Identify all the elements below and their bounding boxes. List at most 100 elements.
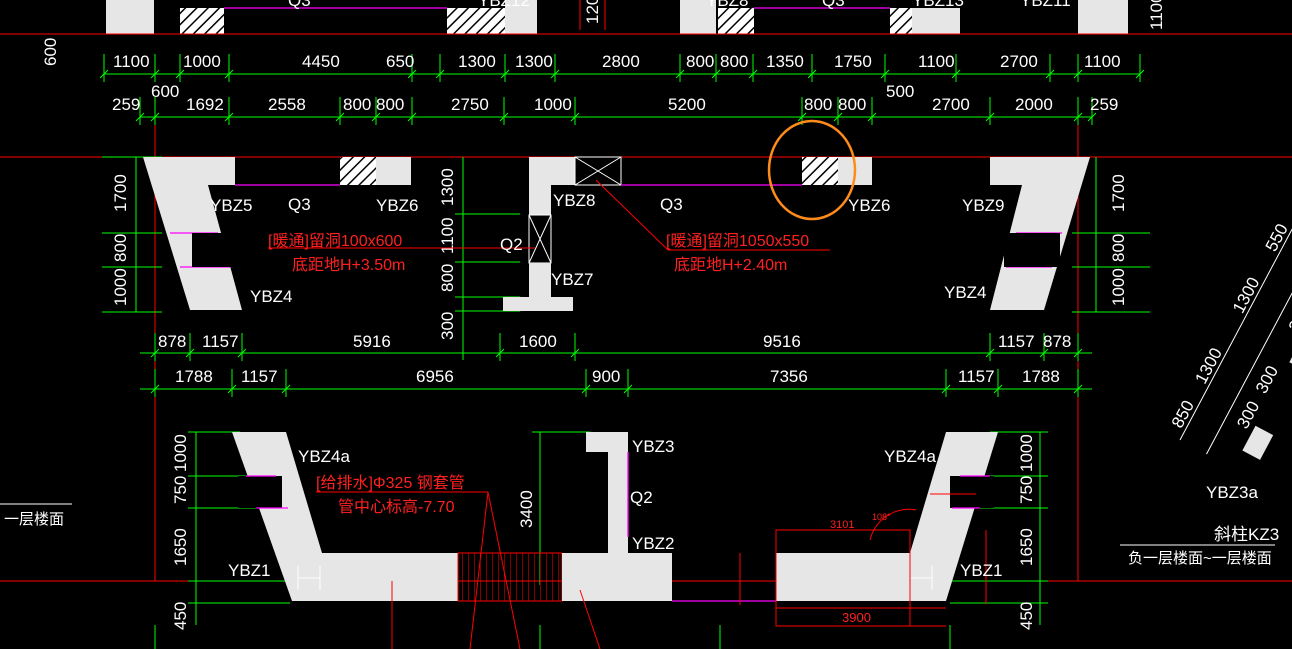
svg-text:1100: 1100: [1084, 52, 1121, 71]
svg-text:1100: 1100: [438, 217, 457, 254]
svg-text:1100: 1100: [1147, 0, 1166, 30]
svg-text:2000: 2000: [1015, 95, 1053, 114]
svg-text:YBZ2: YBZ2: [632, 534, 675, 553]
svg-text:650: 650: [386, 52, 414, 71]
svg-text:1600: 1600: [519, 332, 557, 351]
svg-text:1700: 1700: [1109, 174, 1128, 212]
svg-text:Q3: Q3: [288, 195, 311, 214]
dimension-tick-slash: [150, 348, 160, 358]
svg-text:500: 500: [886, 82, 914, 101]
svg-text:YBZ4a: YBZ4a: [298, 447, 351, 466]
bottom-center-vertical-dimension: 3400: [517, 490, 536, 528]
side-vertical-small: 600 1200 1100: [41, 0, 1166, 66]
svg-text:1000: 1000: [171, 434, 190, 472]
dimension-tick-slash: [880, 69, 890, 79]
svg-text:3900: 3900: [842, 610, 871, 625]
dimension-tick-slash: [623, 384, 633, 394]
dimension-tick-slash: [550, 69, 560, 79]
svg-text:YBZ8: YBZ8: [553, 191, 596, 210]
dimension-tick-slash: [867, 112, 877, 122]
svg-text:1157: 1157: [241, 367, 278, 386]
svg-text:Q3: Q3: [288, 0, 311, 10]
svg-text:9516: 9516: [763, 332, 801, 351]
svg-text:7356: 7356: [770, 367, 808, 386]
svg-text:YBZ9: YBZ9: [962, 196, 1005, 215]
svg-text:1200: 1200: [583, 0, 602, 24]
dimension-tick-slash: [1135, 69, 1145, 79]
dimension-tick-slash: [150, 69, 160, 79]
dimension-tick-slash: [570, 348, 580, 358]
svg-text:850: 850: [1168, 397, 1198, 431]
dimension-tick-slash: [185, 348, 195, 358]
svg-text:YBZ4: YBZ4: [944, 283, 987, 302]
svg-text:1300: 1300: [458, 52, 496, 71]
svg-text:2700: 2700: [932, 95, 970, 114]
svg-text:1300: 1300: [438, 168, 457, 206]
svg-text:1650: 1650: [171, 528, 190, 566]
dimension-tick-slash: [237, 348, 247, 358]
svg-text:YBZ8: YBZ8: [706, 0, 749, 10]
dimension-tick-slash: [150, 384, 160, 394]
dimension-tick-slash: [407, 69, 417, 79]
svg-text:4450: 4450: [302, 52, 340, 71]
svg-text:600: 600: [41, 38, 60, 66]
svg-text:YBZ6: YBZ6: [848, 196, 891, 215]
dimension-tick-slash: [941, 384, 951, 394]
second-row-dimensions: 259 1692 2558 800 800 2750 1000 5200 800…: [112, 82, 1118, 114]
svg-text:259: 259: [1090, 95, 1118, 114]
svg-text:[暖通]留洞1050x550: [暖通]留洞1050x550: [666, 232, 809, 250]
svg-text:1650: 1650: [1017, 528, 1036, 566]
svg-text:600: 600: [151, 82, 179, 101]
svg-text:YBZ1: YBZ1: [960, 561, 1003, 580]
dimension-tick-slash: [581, 384, 591, 394]
dimension-tick-slash: [993, 384, 1003, 394]
dimension-tick-slash: [833, 112, 843, 122]
bottom-left-vertical-dimensions: 1000 750 1650 450: [171, 434, 190, 630]
svg-text:YBZ6: YBZ6: [376, 196, 419, 215]
svg-text:750: 750: [171, 476, 190, 504]
svg-text:[给排水]Φ325 钢套管: [给排水]Φ325 钢套管: [316, 474, 465, 492]
svg-text:5916: 5916: [353, 332, 391, 351]
svg-text:2700: 2700: [1000, 52, 1038, 71]
dimension-tick-slash: [711, 69, 721, 79]
dimension-tick-slash: [1073, 348, 1083, 358]
left-vertical-dimensions: 1700 800 1000: [111, 174, 130, 306]
svg-text:YBZ4: YBZ4: [250, 287, 293, 306]
dimension-tick-slash: [797, 112, 807, 122]
svg-text:800: 800: [438, 264, 457, 292]
dimension-tick-slash: [1087, 112, 1097, 122]
svg-text:1350: 1350: [766, 52, 804, 71]
dimension-tick-slash: [224, 69, 234, 79]
svg-text:1000: 1000: [534, 95, 572, 114]
dimension-tick-slash: [1073, 69, 1083, 79]
svg-text:5200: 5200: [668, 95, 706, 114]
svg-text:YBZ11: YBZ11: [1020, 0, 1071, 10]
svg-text:300: 300: [1252, 363, 1282, 397]
dimension-tick-slash: [570, 112, 580, 122]
svg-text:800: 800: [804, 95, 832, 114]
bottom-right-vertical-dimensions: 1000 750 1650 450: [1017, 434, 1036, 630]
middle-walls: [143, 156, 1090, 311]
floor-note-left: 一层楼面: [0, 503, 72, 528]
svg-text:800: 800: [1109, 234, 1128, 262]
svg-text:1000: 1000: [1017, 434, 1036, 472]
svg-text:底距地H+3.50m: 底距地H+3.50m: [292, 256, 405, 274]
dimension-tick-slash: [1073, 384, 1083, 394]
svg-text:Q3: Q3: [660, 195, 683, 214]
svg-text:YBZ12: YBZ12: [478, 0, 530, 10]
svg-text:259: 259: [112, 95, 140, 114]
svg-text:1000: 1000: [183, 52, 221, 71]
svg-text:750: 750: [1017, 476, 1036, 504]
top-row-dimensions: 1100 1000 4450 650 1300 1300 2800 800 80…: [113, 52, 1121, 71]
svg-text:1300: 1300: [515, 52, 553, 71]
svg-text:1788: 1788: [175, 367, 213, 386]
highlight-circle: [767, 119, 857, 221]
middle-labels: YBZ5 Q3 YBZ6 YBZ8 Q3 YBZ6 YBZ9 Q2 YBZ7 Y…: [210, 191, 1005, 306]
dimension-lines: [99, 54, 1150, 649]
svg-text:YBZ1: YBZ1: [228, 561, 271, 580]
svg-text:6956: 6956: [416, 367, 454, 386]
dimension-tick-slash: [748, 69, 758, 79]
row4-dimensions: 1788 1157 6956 900 7356 1157 1788: [175, 367, 1060, 386]
red-notes-middle: [暖通]留洞100x600 底距地H+3.50m [暖通]留洞1050x550 …: [268, 232, 809, 274]
